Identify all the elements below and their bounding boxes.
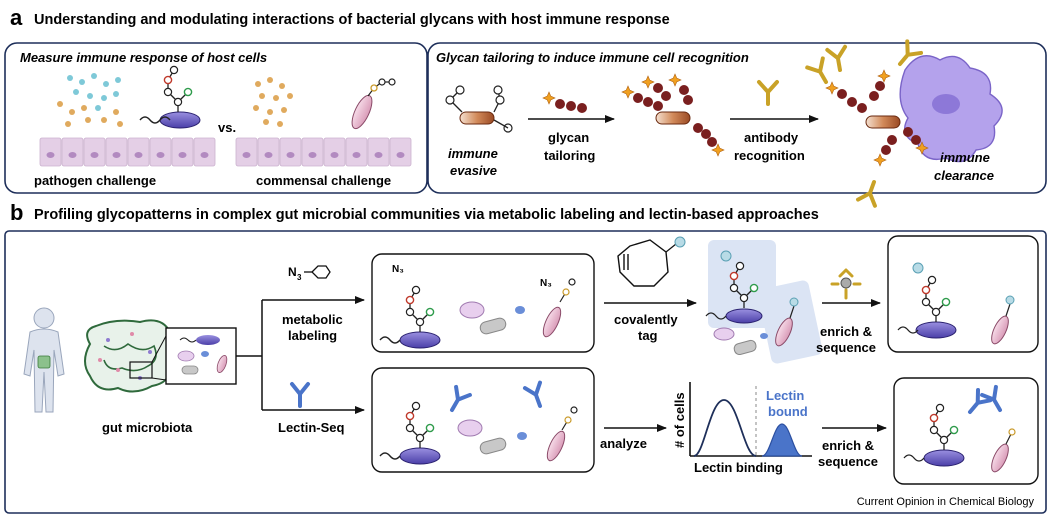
branch-lines — [236, 300, 263, 410]
enriched-cells-bottom — [893, 377, 1039, 485]
tailoring-heading: Glycan tailoring to induce immune cell r… — [436, 50, 749, 65]
antibody-recognition-line1: antibody — [744, 130, 799, 145]
commensal-bacterium — [351, 78, 396, 130]
panel-b-letter: b — [10, 200, 23, 225]
cytokine-cluster-pathogen — [57, 73, 123, 127]
analyze-label: analyze — [600, 436, 647, 451]
glycan-tailoring-line1: glycan — [548, 130, 589, 145]
immune-clearance-scene — [805, 39, 1003, 208]
panel-a-letter: a — [10, 5, 23, 30]
streptavidin-bead — [830, 268, 862, 300]
lectin-seq-label: Lectin-Seq — [278, 420, 345, 435]
enrich-top-line1: enrich & — [820, 324, 872, 339]
human-figure — [23, 307, 65, 413]
zoom-line — [151, 335, 167, 363]
tailoring-reagent — [542, 91, 587, 113]
antibody-icon — [757, 80, 779, 106]
community-zoom-box — [165, 327, 237, 385]
enriched-cells-top — [887, 235, 1039, 353]
measure-heading: Measure immune response of host cells — [20, 50, 267, 65]
panel-b-frame — [4, 230, 1047, 514]
gut-microbiota-label: gut microbiota — [102, 420, 193, 435]
azide-subscript: 3 — [297, 273, 302, 282]
host-cells-commensal — [235, 137, 412, 167]
panel-b-title: Profiling glycopatterns in complex gut m… — [34, 207, 819, 223]
tailored-bacterium — [621, 73, 725, 157]
enrich-bottom-line2: sequence — [818, 454, 878, 469]
svg-text:N₃: N₃ — [392, 264, 404, 275]
lectin-bound-line2: bound — [768, 404, 808, 419]
antibody-recognition-line2: recognition — [734, 148, 805, 163]
hist-ylabel: # of cells — [672, 392, 687, 448]
azide-n: N — [288, 265, 297, 279]
azide-reagent: N 3 — [288, 265, 331, 282]
cyclooctyne-reagent — [617, 236, 686, 287]
immune-evasive-line2: evasive — [450, 163, 497, 178]
tagged-cells — [705, 240, 823, 364]
lectin-labeled-community — [371, 367, 595, 473]
metabolic-labeled-community: N₃ N₃ — [371, 253, 595, 353]
host-cells-pathogen — [39, 137, 216, 167]
enrich-bottom-line1: enrich & — [822, 438, 874, 453]
panel-a-right-box — [427, 42, 1047, 194]
covalently-tag-line1: covalently — [614, 312, 678, 327]
panel-a-left-box — [4, 42, 428, 194]
credit-label: Current Opinion in Chemical Biology — [857, 496, 1035, 508]
pathogen-bacterium — [139, 65, 201, 129]
zoom-line-2 — [151, 377, 167, 381]
glycan-tailoring-line2: tailoring — [544, 148, 595, 163]
immune-clearance-line2: clearance — [934, 168, 994, 183]
vs-label: vs. — [218, 120, 236, 135]
gut-microbiota-illustration — [84, 319, 176, 393]
metabolic-labeling-line2: labeling — [288, 328, 337, 343]
panel-a-title: Understanding and modulating interaction… — [34, 12, 670, 28]
commensal-challenge-label: commensal challenge — [256, 173, 391, 188]
cytokine-cluster-commensal — [253, 77, 293, 127]
enrich-top-line2: sequence — [816, 340, 876, 355]
hist-xlabel: Lectin binding — [694, 460, 783, 475]
svg-text:N₃: N₃ — [540, 278, 552, 289]
covalently-tag-line2: tag — [638, 328, 658, 343]
immune-evasive-bacterium — [445, 85, 513, 133]
lectin-bound-line1: Lectin — [766, 388, 804, 403]
immune-clearance-line1: immune — [940, 150, 990, 165]
lectin-binding-histogram — [689, 382, 812, 457]
immune-evasive-line1: immune — [448, 146, 498, 161]
pathogen-challenge-label: pathogen challenge — [34, 173, 156, 188]
metabolic-labeling-line1: metabolic — [282, 312, 343, 327]
lectin-icon-branch — [290, 382, 310, 408]
